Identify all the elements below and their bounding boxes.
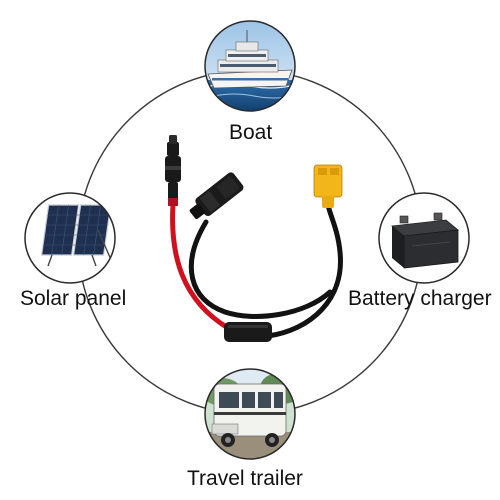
boat-icon xyxy=(207,30,293,89)
black-cable-to-xt xyxy=(265,202,343,339)
mc4-female-connector xyxy=(189,172,244,220)
label-boat: Boat xyxy=(229,121,273,144)
label-travel-trailer: Travel trailer xyxy=(187,467,303,490)
xt60-connector xyxy=(313,164,343,208)
travel-trailer-bubble xyxy=(204,368,296,460)
cable-assembly xyxy=(165,135,343,342)
solar-panel-bubble xyxy=(24,192,116,284)
y-splitter xyxy=(224,322,272,342)
mc4-connector xyxy=(165,135,181,206)
battery-icon xyxy=(391,212,459,269)
bus-icon xyxy=(211,383,287,447)
black-cable-loop xyxy=(188,219,333,319)
boat-bubble xyxy=(204,20,296,112)
label-solar-panel: Solar panel xyxy=(20,287,127,310)
battery-charger-bubble xyxy=(378,192,470,284)
red-cable xyxy=(170,202,231,331)
label-battery-charger: Battery charger xyxy=(348,287,492,310)
solar-panel-icon xyxy=(40,204,113,267)
